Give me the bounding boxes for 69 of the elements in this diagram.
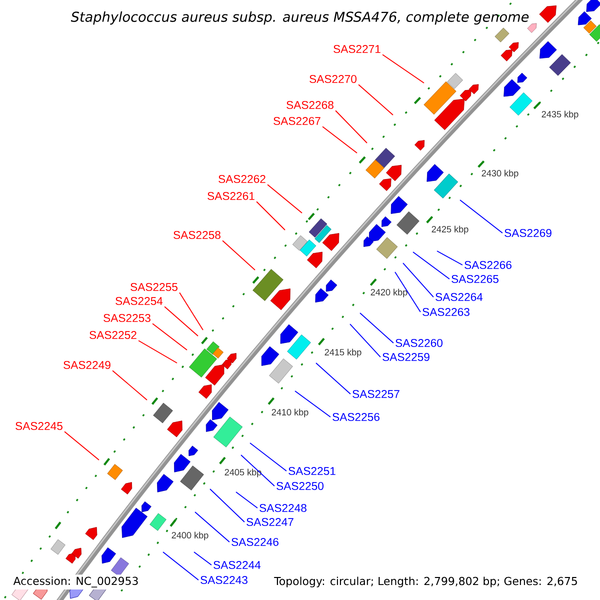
gene-label: SAS2268	[286, 101, 334, 109]
gene-label: SAS2252	[90, 331, 136, 339]
title: Staphylococcus aureus subsp. aureus MSSA476, complete genome	[70, 11, 529, 25]
leader-line	[360, 312, 394, 344]
gene-label: SAS2257	[352, 390, 400, 398]
leader-line	[316, 362, 351, 394]
gene-label: SAS2246	[232, 538, 278, 546]
gene-label: SAS2271	[334, 45, 380, 53]
gene-label: SAS2261	[208, 192, 254, 200]
leader-line	[460, 200, 503, 234]
leader-line	[335, 110, 368, 144]
leader-line	[350, 324, 381, 358]
leader-line	[402, 262, 434, 298]
leader-line	[222, 240, 256, 270]
leader-line	[436, 250, 463, 266]
leader-line	[152, 323, 188, 350]
gene-label: SAS2265	[452, 275, 498, 283]
gene-label: SAS2269	[504, 229, 552, 237]
leader-line	[294, 390, 331, 418]
leader-line	[194, 552, 212, 566]
leader-line	[236, 492, 258, 508]
leader-line	[256, 201, 286, 230]
gene-label: SAS2247	[246, 518, 294, 526]
gene-label: SAS2248	[260, 504, 306, 512]
leader-line	[394, 272, 421, 312]
gene-label: SAS2260	[396, 339, 442, 347]
gene-label: SAS2255	[130, 283, 178, 291]
scale-label: 2435 kbp	[542, 110, 578, 120]
leader-line	[138, 340, 178, 364]
gene-label: SAS2258	[174, 231, 220, 239]
gene-label: SAS2249	[64, 361, 110, 369]
scale-label: 2415 kbp	[324, 348, 362, 358]
footer-text: Accession: NC_002953	[11, 574, 141, 590]
gene-label: SAS2259	[382, 353, 430, 361]
leader-line	[250, 442, 287, 472]
gene-label: SAS2263	[422, 308, 470, 316]
scale-label: 2430 kbp	[482, 170, 518, 178]
gene-label: SAS2251	[288, 467, 336, 475]
gene-label: SAS2245	[16, 422, 62, 430]
gene-label: SAS2254	[116, 297, 163, 305]
leader-line	[179, 292, 204, 330]
gene-label: SAS2270	[310, 75, 356, 83]
scale-label: 2405 kbp	[224, 468, 262, 478]
leader-line	[64, 431, 100, 460]
leader-line	[194, 512, 230, 542]
gene-label: SAS2244	[214, 561, 261, 570]
scale-label: 2400 kbp	[172, 532, 208, 540]
gene-label: SAS2264	[436, 293, 483, 301]
leader-line	[382, 54, 424, 84]
leader-line	[358, 84, 394, 116]
leader-line	[322, 126, 358, 154]
leader-line	[112, 370, 148, 400]
gene-label: SAS2243	[200, 576, 248, 584]
leader-line	[412, 252, 450, 280]
leader-line	[210, 488, 245, 522]
gene-label: SAS2267	[274, 117, 320, 125]
leader-line	[164, 306, 198, 336]
scale-label: 2420 kbp	[370, 288, 408, 298]
leader-line	[162, 552, 199, 580]
gene-label: SAS2253	[104, 314, 150, 322]
scale-label: 2410 kbp	[272, 408, 308, 418]
gene-label: SAS2250	[276, 482, 324, 490]
gene-label: SAS2256	[332, 413, 380, 421]
scale-label: 2425 kbp	[432, 226, 468, 234]
gene-label: SAS2262	[218, 175, 266, 183]
leader-line	[240, 454, 275, 486]
leader-line	[267, 184, 302, 214]
gene-label: SAS2266	[464, 261, 512, 269]
footer-text: Topology: circular; Length: 2,799,802 bp; Genes: 2,675	[272, 574, 580, 590]
